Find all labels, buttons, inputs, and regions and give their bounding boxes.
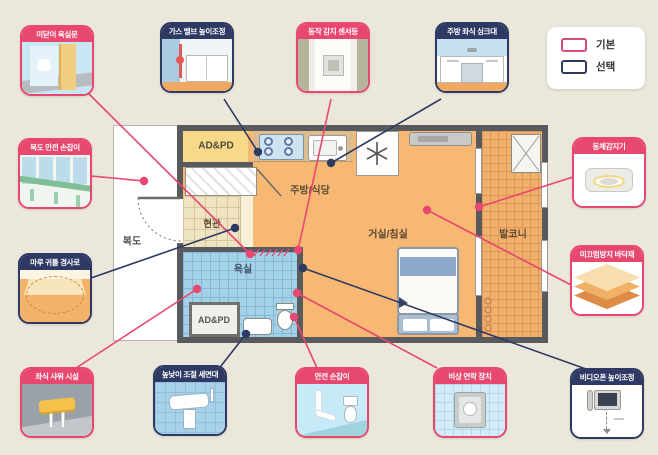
callout-title: 비디오폰 높이조정 xyxy=(572,370,642,385)
bed-blanket xyxy=(400,257,456,276)
bath-right-wall xyxy=(297,247,303,343)
callout-seated-kitchen-sink: 주방 좌식 싱크대 xyxy=(435,22,509,93)
floor-ramp-icon xyxy=(20,269,90,322)
videophone-icon xyxy=(572,384,642,437)
kitchen-sink xyxy=(308,135,347,161)
callout-floor-ramp: 마루 귀틀 경사로 xyxy=(18,253,92,324)
grab-bar-icon xyxy=(297,383,367,436)
stove xyxy=(259,134,304,160)
callout-title: 주방 좌식 싱크대 xyxy=(437,24,507,39)
balcony-window-2 xyxy=(475,236,482,296)
outer-window-2 xyxy=(541,240,548,292)
label-ad-pd-bath: AD&PD xyxy=(197,315,231,325)
callout-title: 좌식 샤워 시설 xyxy=(22,369,92,384)
toilet-bowl xyxy=(277,310,293,330)
seated-sink-icon xyxy=(437,38,507,91)
callout-anti-slip-flooring: 미끄럼방지 바닥재 xyxy=(570,245,644,316)
escape-hatch xyxy=(511,134,541,173)
callout-title: 동작 감지 센서등 xyxy=(298,24,368,39)
callout-title: 미끄럼방지 바닥재 xyxy=(572,247,642,262)
optional-swatch xyxy=(561,59,587,74)
optional-label: 선택 xyxy=(596,61,616,73)
callout-title: 복도 안전 손잡이 xyxy=(20,140,90,155)
gas-valve-icon xyxy=(162,38,232,91)
callout-adjustable-washbasin: 높낮이 조절 세면대 xyxy=(153,365,227,436)
label-kitchen: 주방/식당 xyxy=(290,185,330,197)
callout-emergency-call: 비상 연락 장치 xyxy=(433,367,507,438)
callout-title: 비상 연락 장치 xyxy=(435,369,505,384)
basic-label: 기본 xyxy=(596,39,616,51)
legend-row-basic: 기본 xyxy=(561,37,645,52)
refrigerator xyxy=(356,131,399,176)
label-bathroom: 욕실 xyxy=(233,264,253,276)
motion-sensor-light-icon xyxy=(298,38,368,91)
adjustable-washbasin-icon xyxy=(155,381,225,434)
callout-grab-bar: 안전 손잡이 xyxy=(295,367,369,438)
motion-detector-icon xyxy=(574,153,644,206)
legend: 기본 선택 xyxy=(547,27,645,89)
entrance-door-gap xyxy=(177,199,183,243)
sliding-door-icon xyxy=(22,41,92,94)
label-ad-pd-top: AD&PD xyxy=(198,140,234,152)
callout-corridor-handrail: 복도 안전 손잡이 xyxy=(18,138,92,209)
callout-title: 미닫이 욕실문 xyxy=(22,27,92,42)
label-corridor: 복도 xyxy=(122,236,142,248)
toilet-tank xyxy=(276,303,294,310)
wardrobe xyxy=(409,132,472,146)
callout-title: 동체감지기 xyxy=(574,139,644,154)
bath-top-wall xyxy=(183,247,303,252)
legend-row-optional: 선택 xyxy=(561,59,645,74)
callout-title: 마루 귀틀 경사로 xyxy=(20,255,90,270)
label-balcony: 발코니 xyxy=(499,229,527,241)
balcony-window-1 xyxy=(475,148,482,194)
emergency-call-icon xyxy=(435,383,505,436)
shoe-closet xyxy=(185,167,257,196)
callout-title: 가스 밸브 높이조정 xyxy=(162,24,232,39)
basic-swatch xyxy=(561,37,587,52)
corridor-handrail-icon xyxy=(20,154,90,207)
entrance-step xyxy=(240,196,253,252)
callout-title: 높낮이 조절 세면대 xyxy=(155,367,225,382)
label-living: 거실/침실 xyxy=(368,229,408,241)
callout-videophone: 비디오폰 높이조정 xyxy=(570,368,644,439)
label-entrance: 현관 xyxy=(203,219,221,230)
callout-gas-valve: 가스 밸브 높이조정 xyxy=(160,22,234,93)
shower-seat-icon xyxy=(22,383,92,436)
callout-title: 안전 손잡이 xyxy=(297,369,367,384)
washbasin xyxy=(243,318,272,335)
callout-shower-seat: 좌식 샤워 시설 xyxy=(20,367,94,438)
bed-headboard xyxy=(397,313,459,335)
ad-pd-bath-box xyxy=(189,302,240,337)
callout-motion-detector: 동체감지기 xyxy=(572,137,646,208)
callout-motion-sensor-light: 동작 감지 센서등 xyxy=(296,22,370,93)
outer-window-1 xyxy=(541,162,548,208)
callout-sliding-bathroom-door: 미닫이 욕실문 xyxy=(20,25,94,96)
anti-slip-flooring-icon xyxy=(572,261,642,314)
